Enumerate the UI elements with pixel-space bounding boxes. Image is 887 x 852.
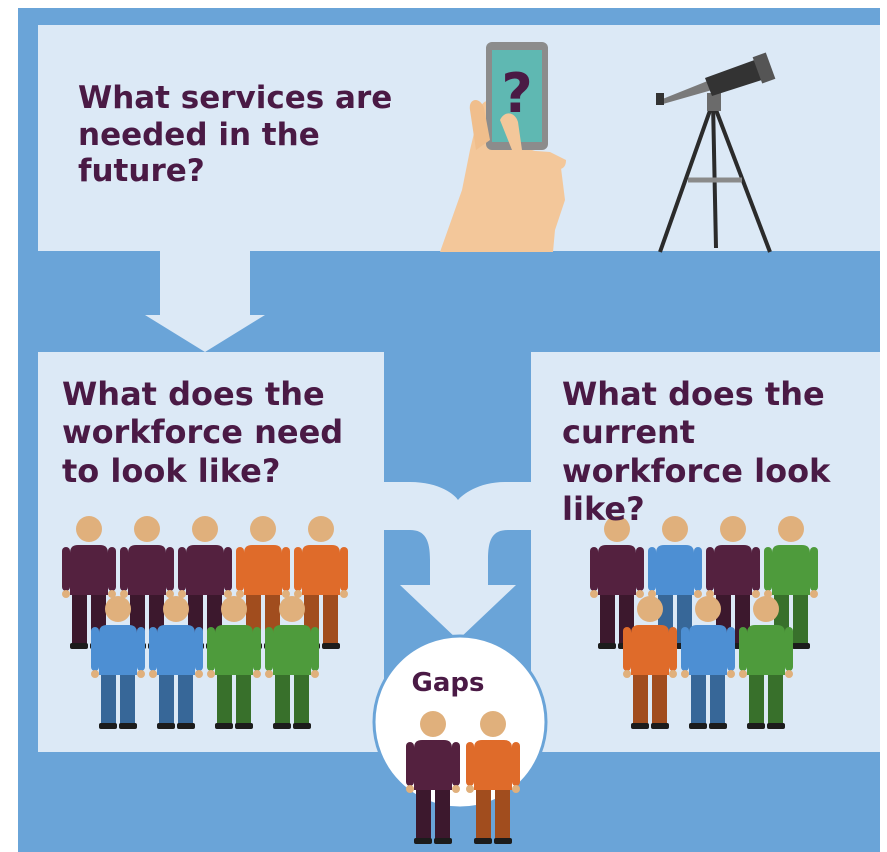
person-figure-blue — [91, 596, 145, 729]
people-group-right — [590, 516, 818, 729]
merge-arrow — [384, 482, 531, 640]
person-figure-green — [265, 596, 319, 729]
person-figure-purple — [406, 711, 460, 844]
phone-question-icon: ? — [440, 42, 566, 252]
people-group-left — [62, 516, 348, 729]
people-group-gaps — [406, 711, 520, 844]
gaps-circle — [372, 634, 548, 810]
person-figure-orange — [623, 596, 677, 729]
question-current-workforce: What does the current workforce look lik… — [562, 375, 831, 529]
question-needed-workforce: What does the workforce need to look lik… — [62, 375, 344, 490]
question-future-services: What services are needed in the future? — [78, 80, 393, 190]
person-figure-green — [764, 516, 818, 649]
person-figure-orange — [466, 711, 520, 844]
down-arrow — [145, 251, 265, 352]
telescope-icon — [656, 52, 776, 253]
person-figure-purple — [62, 516, 116, 649]
person-figure-blue — [681, 596, 735, 729]
person-figure-blue — [149, 596, 203, 729]
gaps-label: Gaps — [411, 668, 485, 698]
person-figure-green — [207, 596, 261, 729]
person-figure-green — [739, 596, 793, 729]
